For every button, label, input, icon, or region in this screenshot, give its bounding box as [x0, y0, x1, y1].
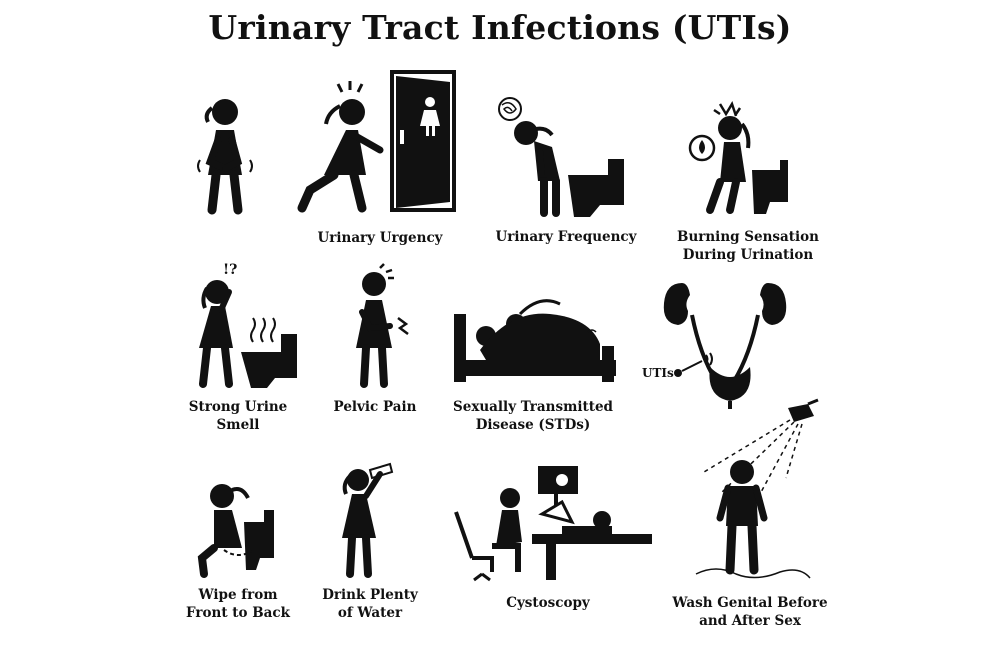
- caption-wipe: Wipe from Front to Back: [168, 586, 308, 622]
- cystoscopy-illustration: [452, 462, 652, 582]
- caption-water: Drink Plenty of Water: [310, 586, 430, 622]
- holding-crotch-illustration: [180, 90, 280, 220]
- caption-burning-line-1: Burning Sensation: [677, 229, 819, 245]
- urine-smell-illustration: !?: [185, 262, 305, 390]
- caption-std: Sexually Transmitted Disease (STDs): [448, 398, 618, 434]
- drink-water-illustration: [330, 462, 410, 580]
- caption-frequency: Urinary Frequency: [495, 229, 637, 245]
- caption-std-line-1: Sexually Transmitted: [452, 399, 613, 415]
- caption-wash-line-1: Wash Genital Before: [672, 595, 828, 611]
- caption-std-line-2: Disease (STDs): [475, 417, 591, 433]
- question-exclaim-label: !?: [223, 262, 238, 278]
- caption-smell-line-2: Smell: [216, 417, 260, 433]
- caption-wipe-line-2: Front to Back: [186, 605, 290, 621]
- caption-wash-line-2: and After Sex: [699, 613, 801, 629]
- caption-water-line-1: Drink Plenty: [322, 587, 418, 603]
- urinary-tract-illustration: UTIs: [640, 275, 790, 410]
- caption-cystoscopy: Cystoscopy: [506, 595, 590, 611]
- caption-smell: Strong Urine Smell: [168, 398, 308, 434]
- caption-smell-line-1: Strong Urine: [188, 399, 288, 415]
- shower-illustration: [690, 398, 830, 583]
- pelvic-pain-illustration: [340, 262, 420, 390]
- burning-sensation-illustration: [680, 92, 790, 217]
- caption-wipe-line-1: Wipe from: [198, 587, 278, 603]
- std-illustration: [450, 290, 620, 390]
- woman-pictogram-icon: [197, 99, 253, 215]
- urinary-urgency-illustration: [290, 70, 470, 220]
- caption-urgency: Urinary Urgency: [317, 230, 443, 246]
- caption-burning: Burning Sensation During Urination: [668, 228, 828, 264]
- utis-label: UTIs: [642, 366, 674, 380]
- caption-pelvic: Pelvic Pain: [333, 399, 417, 415]
- page-title: Urinary Tract Infections (UTIs): [208, 8, 792, 47]
- caption-wash: Wash Genital Before and After Sex: [660, 594, 840, 630]
- wipe-illustration: [190, 478, 290, 578]
- caption-water-line-2: of Water: [337, 605, 403, 621]
- urinary-frequency-illustration: [490, 95, 630, 220]
- caption-burning-line-2: During Urination: [682, 247, 814, 263]
